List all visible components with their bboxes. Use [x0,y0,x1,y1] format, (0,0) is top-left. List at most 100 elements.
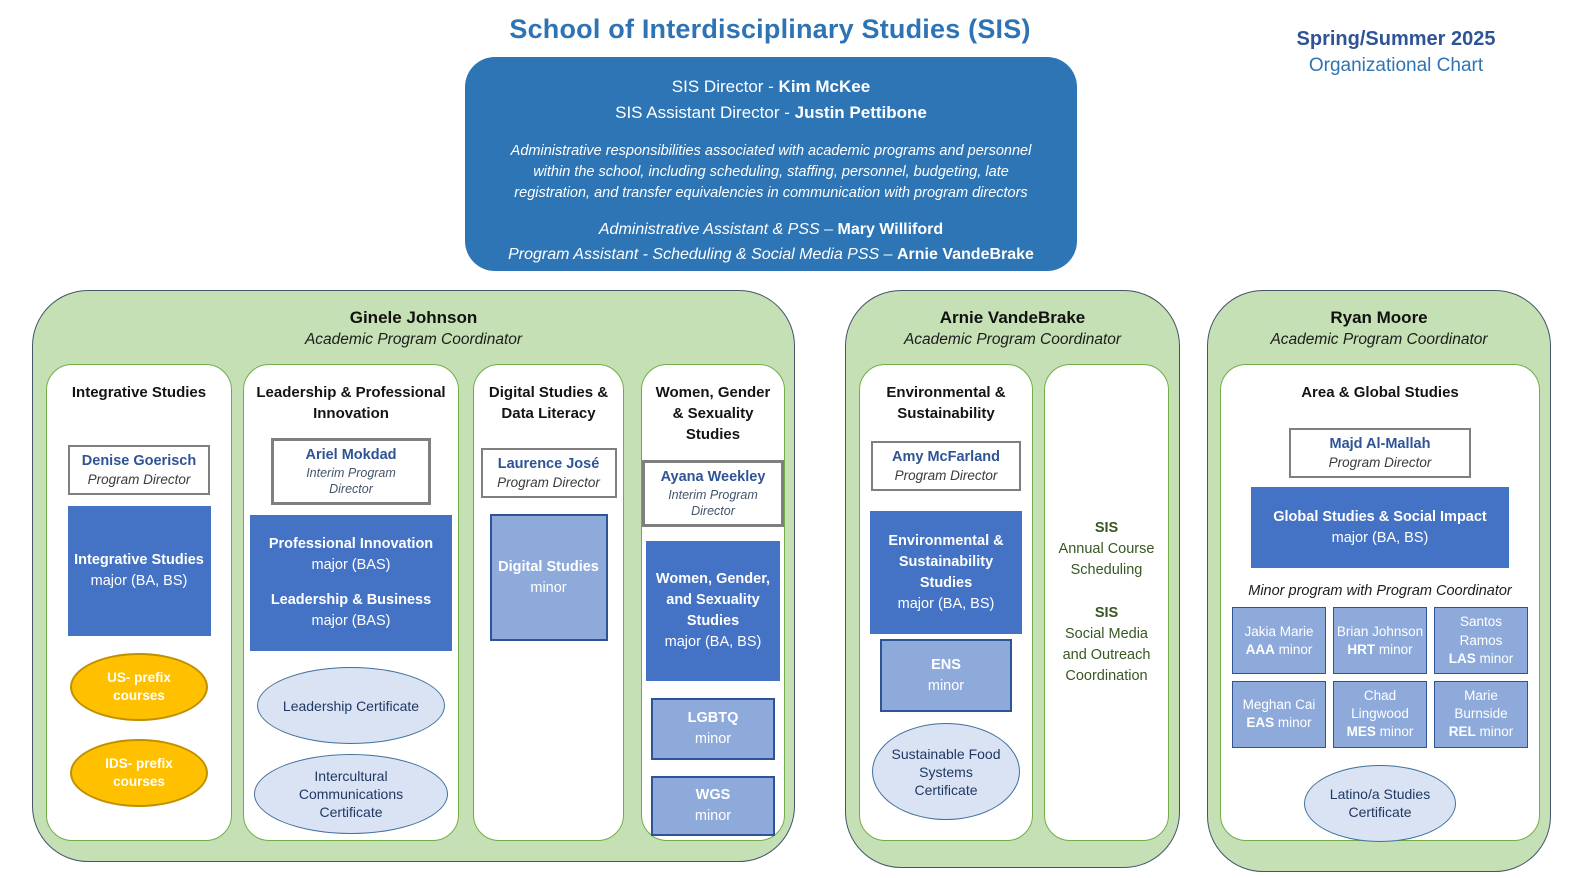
minor-cell-mes: Chad Lingwood MES minor [1333,681,1427,748]
minor-title: Digital Studies [498,558,599,575]
major-degrees: major (BA, BS) [897,595,995,612]
group-ryan-moore: Ryan Moore Academic Program Coordinator … [1207,290,1551,872]
director-role: Program Director [1328,454,1432,470]
program-header: Leadership & Professional Innovation [256,384,446,422]
duties-list: SIS Annual Course Scheduling SIS Social … [1045,365,1168,840]
sis-assistant-director-name: Justin Pettibone [794,103,927,123]
director-name: Laurence José [497,456,600,472]
minor-coordinator-name: Chad Lingwood [1351,688,1409,722]
minor-cell-rel: Marie Burnside REL minor [1434,681,1528,748]
group-arnie-vandebrake: Arnie VandeBrake Academic Program Coordi… [845,290,1180,868]
minor-code-line: REL minor [1437,723,1525,741]
program-assistant-line: Program Assistant - Scheduling & Social … [491,243,1051,268]
coordinator-role: Academic Program Coordinator [903,330,1122,348]
spacer [256,576,446,590]
major-title: Professional Innovation [268,536,434,553]
director-role: Program Director [497,474,600,490]
director-name: Ayana Weekley [660,469,766,485]
minor-label: minor [694,731,732,748]
director-role: Interim Program Director [668,487,758,519]
sis-assistant-director-label: SIS Assistant Director - [615,103,795,123]
minor-code-line: MES minor [1336,723,1424,741]
minor-code: HRT [1347,641,1376,657]
sustainable-food-systems-certificate-oval: Sustainable Food Systems Certificate [872,723,1020,821]
chart-meta: Spring/Summer 2025 Organizational Chart [1266,26,1526,79]
group-ginele-johnson: Ginele Johnson Academic Program Coordina… [32,290,795,862]
minor-title: LGBTQ [687,710,739,727]
intercultural-communications-certificate-oval: Intercultural Communications Certificate [254,754,448,835]
column-women-gender-sexuality-studies: Women, Gender & Sexuality Studies Ayana … [641,364,785,841]
program-header: Women, Gender & Sexuality Studies [655,384,771,443]
minor-label: minor [530,579,567,596]
major-box: Environmental & Sustainability Studies m… [870,511,1022,635]
major-box: Global Studies & Social Impact major (BA… [1251,487,1509,569]
director-box: Ayana Weekley Interim Program Director [642,460,784,528]
minor-word: minor [1274,715,1312,731]
minor-cell-eas: Meghan Cai EAS minor [1232,681,1326,748]
minor-code: LAS [1448,650,1476,666]
column-digital-studies-data-literacy: Digital Studies & Data Literacy Laurence… [473,364,624,841]
wgs-minor-box: WGS minor [651,776,775,837]
minor-code: MES [1346,724,1376,740]
minor-word: minor [1375,724,1414,740]
program-header: Environmental & Sustainability [886,384,1006,422]
coordinator-role: Academic Program Coordinator [1270,330,1488,348]
leadership-certificate-oval: Leadership Certificate [257,667,445,745]
minor-word: minor [1475,724,1514,740]
minor-word: minor [1375,641,1413,657]
minor-cell-hrt: Brian Johnson HRT minor [1333,607,1427,675]
minor-cell-aaa: Jakia Marie AAA minor [1232,607,1326,675]
program-assistant-label: Program Assistant - Scheduling & Social … [508,245,897,263]
minor-title: WGS [695,787,731,804]
major-box: Women, Gender, and Sexuality Studies maj… [646,541,780,682]
major-degrees: major (BAS) [311,613,391,630]
major-degrees: major (BAS) [311,557,391,574]
major-title: Leadership & Business [270,592,432,609]
program-header: Digital Studies & Data Literacy [488,384,609,422]
minor-coordinator-name: Brian Johnson [1336,623,1424,639]
minor-code: EAS [1246,715,1275,731]
director-role: Program Director [894,467,998,483]
director-name: Denise Goerisch [81,453,197,469]
minor-code-line: AAA minor [1235,641,1323,659]
duty-text: Annual Course Scheduling [1058,540,1155,578]
minor-label: minor [694,808,732,825]
sis-responsibilities-text: Administrative responsibilities associat… [510,142,1032,201]
column-sis-duties: SIS Annual Course Scheduling SIS Social … [1044,364,1169,841]
major-degrees: major (BA, BS) [1331,529,1429,546]
coordinator-role: Academic Program Coordinator [304,330,523,348]
minor-code-line: LAS minor [1437,650,1525,668]
director-box: Laurence José Program Director [480,448,617,499]
major-title: Integrative Studies [74,552,204,569]
admin-assistant-label: Administrative Assistant & PSS – [598,220,838,238]
column-environmental-sustainability: Environmental & Sustainability Amy McFar… [859,364,1033,841]
minor-code-line: EAS minor [1235,714,1323,732]
ids-prefix-courses-oval: IDS- prefix courses [70,739,208,808]
minors-grid: Jakia Marie AAA minor Brian Johnson HRT … [1232,607,1528,748]
sis-director-line: SIS Director - Kim McKee [491,74,1051,100]
duty-title: SIS [1094,604,1119,621]
minor-title: ENS [931,656,961,673]
director-name: Majd Al-Mallah [1329,436,1431,452]
director-box: Amy McFarland Program Director [871,441,1021,492]
ens-minor-box: ENS minor [880,639,1012,713]
admin-assistant-name: Mary Williford [837,220,944,238]
duty-text: Social Media and Outreach Coordination [1062,626,1151,685]
director-box: Denise Goerisch Program Director [68,445,210,496]
program-header: Integrative Studies [71,384,207,401]
us-prefix-courses-oval: US- prefix courses [70,653,208,722]
minor-word: minor [1475,650,1514,666]
latino-studies-certificate-oval: Latino/a Studies Certificate [1304,764,1456,842]
admin-assistant-line: Administrative Assistant & PSS – Mary Wi… [491,218,1051,243]
minor-coordinator-name: Santos Ramos [1459,614,1503,648]
column-integrative-studies: Integrative Studies Denise Goerisch Prog… [46,364,232,841]
duty-item: SIS Annual Course Scheduling [1057,518,1156,581]
minor-label: minor [927,677,965,694]
minor-box: Digital Studies minor [489,514,608,642]
minor-code-line: HRT minor [1336,641,1424,659]
minor-coordinator-name: Jakia Marie [1244,623,1314,639]
column-leadership-professional-innovation: Leadership & Professional Innovation Ari… [243,364,459,841]
lgbtq-minor-box: LGBTQ minor [651,698,775,761]
sis-director-label: SIS Director - [671,77,779,96]
minor-code: AAA [1245,641,1275,657]
